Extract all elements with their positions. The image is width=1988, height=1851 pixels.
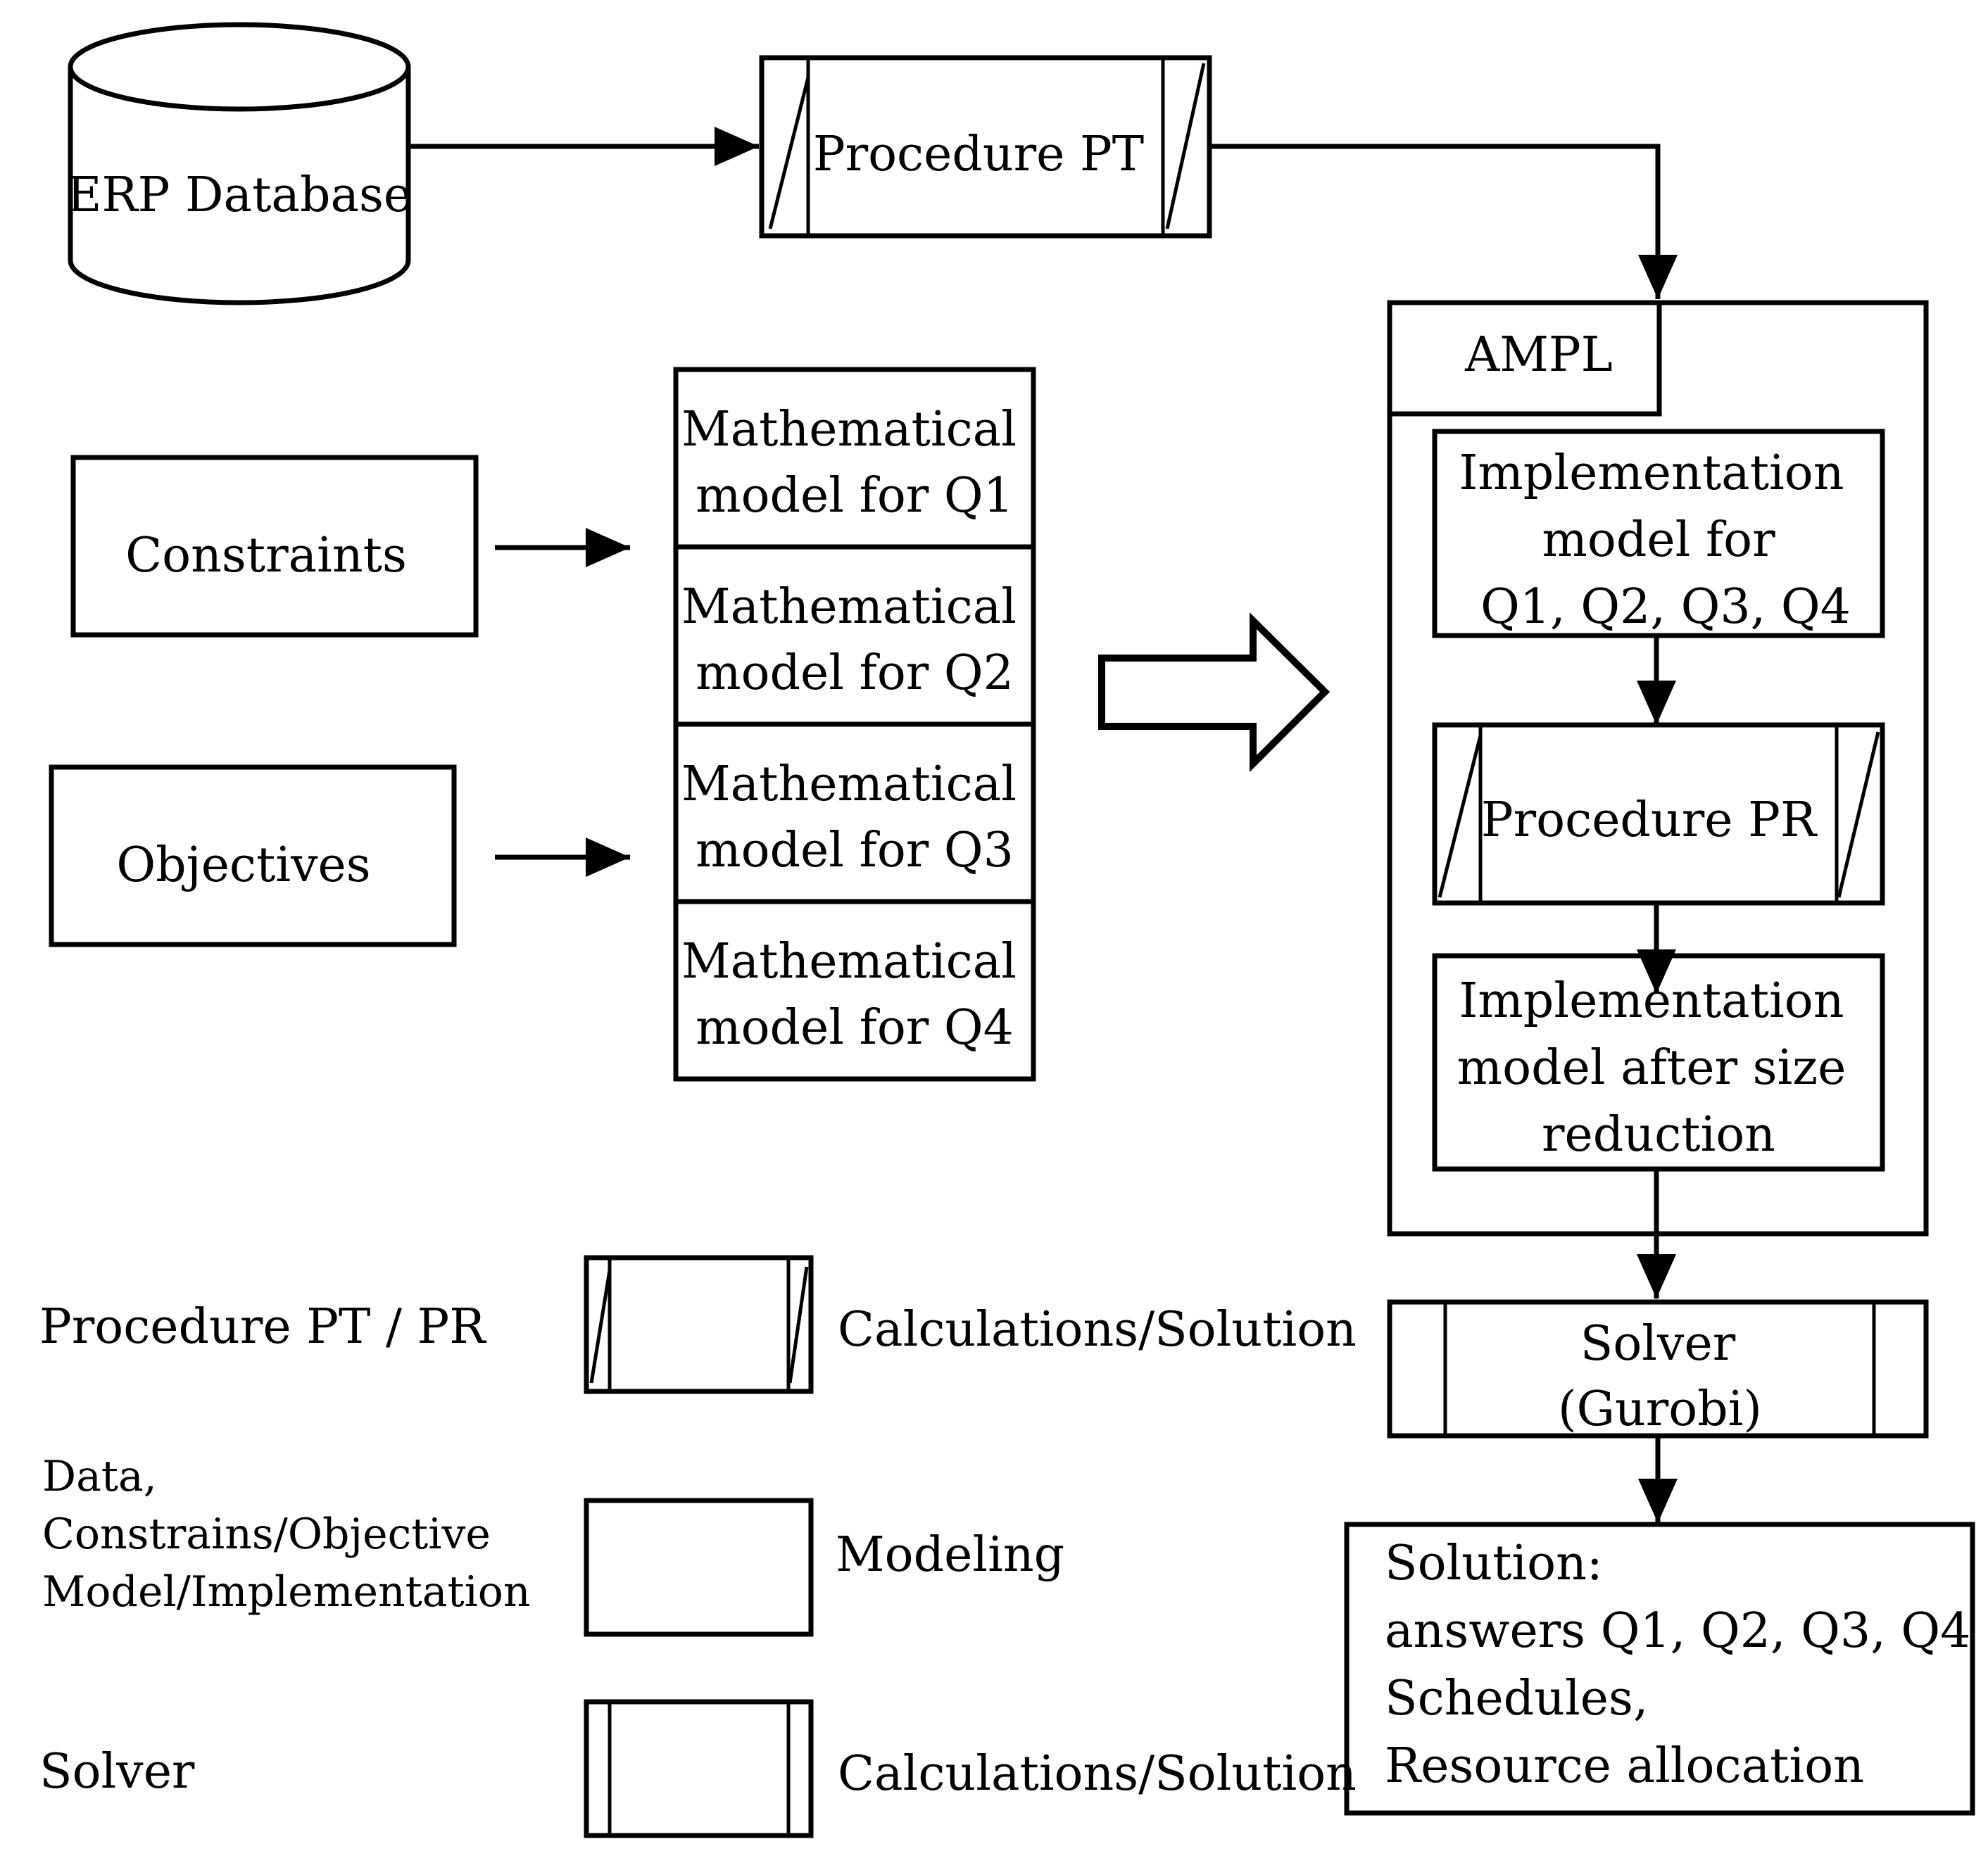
constraints-node: Constraints bbox=[70, 455, 479, 638]
reduced-line1: Implementation bbox=[1459, 973, 1844, 1029]
ampl-label: AMPL bbox=[1464, 327, 1613, 383]
erp-database-node: ERP Database bbox=[67, 22, 412, 305]
legend-modeling-meaning: Modeling bbox=[836, 1527, 1064, 1583]
reduced-line2: model after size bbox=[1457, 1040, 1847, 1096]
math-model-q2: Mathematical model for Q2 bbox=[681, 579, 1017, 701]
math-models-stack: Mathematical model for Q1 Mathematical m… bbox=[673, 367, 1036, 1082]
legend-solver-label: Solver bbox=[39, 1744, 195, 1800]
erp-database-label: ERP Database bbox=[67, 168, 412, 223]
math-model-q4-line1: Mathematical bbox=[681, 934, 1017, 990]
objectives-label: Objectives bbox=[116, 838, 370, 893]
legend-modeling-line1: Data, bbox=[42, 1452, 157, 1501]
math-model-q2-line1: Mathematical bbox=[681, 579, 1017, 635]
math-model-q1-line1: Mathematical bbox=[681, 402, 1017, 457]
solver-node: Solver (Gurobi) bbox=[1387, 1299, 1929, 1439]
constraints-label: Constraints bbox=[125, 528, 407, 583]
objectives-node: Objectives bbox=[49, 764, 457, 947]
legend-solver: Solver Calculations/Solution bbox=[39, 1699, 1357, 1838]
implementation-model-node: Implementation model for Q1, Q2, Q3, Q4 bbox=[1432, 429, 1885, 638]
math-model-q4: Mathematical model for Q4 bbox=[681, 934, 1017, 1056]
procedure-pr-node: Procedure PR bbox=[1432, 722, 1885, 906]
legend-modeling-line2: Constrains/Objective bbox=[42, 1510, 491, 1559]
math-model-q3: Mathematical model for Q3 bbox=[681, 757, 1017, 878]
ampl-container: AMPL Implementation model for Q1, Q2, Q3… bbox=[1387, 300, 1929, 1237]
procedure-pr-label: Procedure PR bbox=[1481, 792, 1818, 848]
legend: Procedure PT / PR Calculations/Solution … bbox=[39, 1255, 1357, 1838]
arrow-procedure-pt-to-ampl bbox=[1209, 144, 1678, 299]
legend-procedure-label: Procedure PT / PR bbox=[39, 1299, 486, 1355]
math-model-q1-line2: model for Q1 bbox=[696, 468, 1014, 524]
solution-line1: Solution: bbox=[1385, 1536, 1603, 1591]
implementation-line1: Implementation bbox=[1459, 446, 1844, 501]
math-model-q1: Mathematical model for Q1 bbox=[681, 402, 1017, 524]
solver-line2: (Gurobi) bbox=[1558, 1382, 1762, 1437]
solution-line4: Resource allocation bbox=[1385, 1738, 1864, 1794]
legend-modeling: Data, Constrains/Objective Model/Impleme… bbox=[42, 1452, 1064, 1637]
legend-procedure: Procedure PT / PR Calculations/Solution bbox=[39, 1255, 1357, 1394]
math-model-q2-line2: model for Q2 bbox=[696, 645, 1014, 701]
legend-modeling-line3: Model/Implementation bbox=[42, 1567, 531, 1617]
procedure-pt-label: Procedure PT bbox=[813, 127, 1144, 182]
legend-solver-meaning: Calculations/Solution bbox=[838, 1746, 1357, 1802]
implementation-line2: model for bbox=[1542, 512, 1775, 568]
solution-line3: Schedules, bbox=[1385, 1671, 1649, 1726]
math-model-q3-line2: model for Q3 bbox=[696, 823, 1014, 878]
reduced-line3: reduction bbox=[1542, 1107, 1775, 1163]
implementation-line3: Q1, Q2, Q3, Q4 bbox=[1480, 579, 1851, 635]
solver-line1: Solver bbox=[1580, 1316, 1736, 1372]
math-model-q4-line2: model for Q4 bbox=[696, 1000, 1014, 1056]
solution-line2: answers Q1, Q2, Q3, Q4 bbox=[1385, 1603, 1970, 1659]
legend-procedure-meaning: Calculations/Solution bbox=[838, 1302, 1357, 1358]
procedure-pt-node: Procedure PT bbox=[759, 55, 1212, 239]
math-model-q3-line1: Mathematical bbox=[681, 757, 1017, 812]
big-hollow-arrow bbox=[1098, 612, 1330, 773]
reduced-model-node: Implementation model after size reductio… bbox=[1432, 953, 1885, 1172]
solution-node: Solution: answers Q1, Q2, Q3, Q4 Schedul… bbox=[1344, 1522, 1975, 1816]
